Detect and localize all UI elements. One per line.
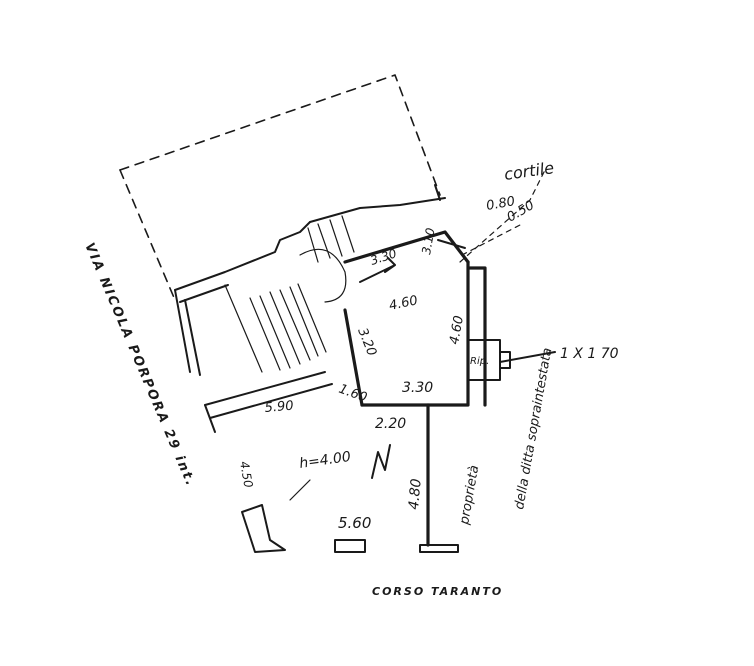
closet-label: Rip. — [470, 356, 489, 367]
dimension-label: 3.20 — [354, 326, 379, 358]
dimension-label: 1.60 — [337, 382, 369, 406]
dimension-label: 5.60 — [338, 514, 371, 532]
dimension-label: 4.80 — [406, 478, 425, 511]
diagonal-mark — [289, 479, 311, 501]
dimension-label: 0.80 — [485, 194, 516, 214]
owner-label: della ditta sopraintestata — [512, 347, 555, 511]
room-walls — [241, 230, 511, 553]
courtyard-label: cortile — [503, 158, 555, 184]
entry-arrow — [359, 257, 396, 283]
dimension-label: 3.30 — [402, 380, 433, 396]
dimension-label: 3.10 — [419, 226, 437, 255]
dimension-label: 5.90 — [264, 399, 294, 416]
window-label: 1 X 1 70 — [560, 346, 619, 362]
courtyard-sightline-2 — [461, 224, 521, 256]
dimension-label: 2.20 — [375, 416, 406, 432]
property-label: proprietà — [457, 464, 482, 527]
dimension-label: 4.50 — [237, 460, 255, 489]
staircase — [224, 215, 355, 373]
building-left-wing — [174, 184, 446, 433]
courtyard-sightline — [459, 169, 546, 263]
height-label: h=4.00 — [298, 449, 352, 472]
wall-door-mark — [437, 239, 466, 249]
window-leader — [499, 351, 556, 363]
street-label-front: CORSO TARANTO — [372, 585, 503, 598]
lot-boundary — [119, 74, 441, 196]
north-arrow — [371, 444, 391, 479]
dimension-label: 4.60 — [388, 293, 419, 314]
dimension-label: 4.60 — [447, 315, 467, 346]
street-label-side: VIA NICOLA PORPORA 29 int. — [81, 241, 198, 490]
lot-boundary-left — [119, 169, 176, 301]
